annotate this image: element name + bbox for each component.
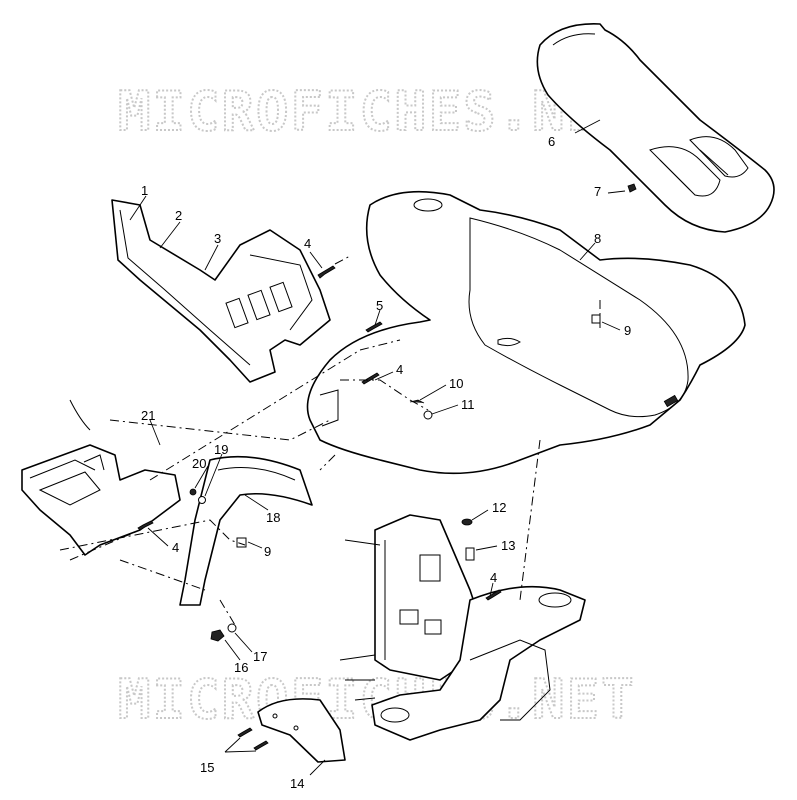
- callout-6: 6: [548, 134, 555, 149]
- part-14-heat-shield: [257, 698, 346, 763]
- callout-16: 16: [234, 660, 248, 675]
- part-1-2-3-side-panel: [111, 199, 331, 383]
- callout-18: 18: [266, 510, 280, 525]
- part-18-fender-flare: [179, 455, 313, 606]
- callout-2: 2: [175, 208, 182, 223]
- leader-lines: [129, 119, 621, 776]
- callout-3: 3: [214, 231, 221, 246]
- frame: [339, 514, 586, 741]
- callout-9-lower: 9: [264, 544, 271, 559]
- part-6-seat-cover: [536, 23, 775, 233]
- callout-4-left: 4: [172, 540, 179, 555]
- callout-15: 15: [200, 760, 214, 775]
- callout-5: 5: [376, 298, 383, 313]
- callout-10: 10: [449, 376, 463, 391]
- callout-14: 14: [290, 776, 304, 791]
- callout-7: 7: [594, 184, 601, 199]
- callout-4-upper: 4: [304, 236, 311, 251]
- callout-4-frame: 4: [490, 570, 497, 585]
- assembly-lines: [59, 255, 601, 626]
- callout-9-upper: 9: [624, 323, 631, 338]
- callout-8: 8: [594, 231, 601, 246]
- callout-20: 20: [192, 456, 206, 471]
- callout-4-mid: 4: [396, 362, 403, 377]
- callout-13: 13: [501, 538, 515, 553]
- part-21-footrest: [21, 399, 181, 556]
- callout-19: 19: [214, 442, 228, 457]
- part-7-clip: [627, 183, 637, 193]
- callout-21: 21: [141, 408, 155, 423]
- callout-labels: 1 2 3 4 5 4 6 7 8 9 10 11 21 19 20 18 4 …: [141, 134, 631, 791]
- callout-12: 12: [492, 500, 506, 515]
- callout-11: 11: [461, 397, 475, 412]
- callout-1: 1: [141, 183, 148, 198]
- part-8-front-fender: [306, 190, 746, 475]
- callout-17: 17: [253, 649, 267, 664]
